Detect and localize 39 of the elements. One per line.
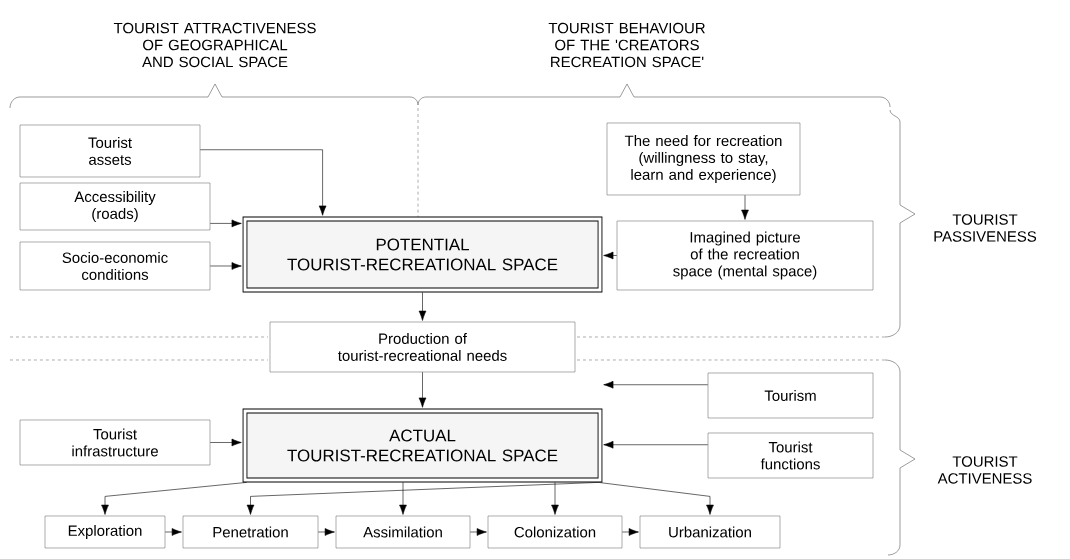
process-box: Tourist infrastructure <box>19 419 211 466</box>
arrow <box>209 438 242 447</box>
arrow <box>317 528 335 536</box>
arrow <box>598 482 714 515</box>
arrow <box>551 482 559 515</box>
process-box: The need for recreation (willingness to stay, learn and experience) <box>606 122 801 196</box>
process-box: Accessibility (roads) <box>19 182 211 231</box>
process-box: Colonization <box>487 515 623 549</box>
arrow <box>164 528 182 536</box>
arrow <box>199 149 327 216</box>
arrow <box>246 482 599 515</box>
arrow <box>603 380 709 389</box>
heading: TOURIST PASSIVENESS <box>934 214 1037 242</box>
arrow <box>101 482 247 515</box>
main-space-box: POTENTIAL TOURIST-RECREATIONAL SPACE <box>242 216 603 293</box>
arrow <box>603 440 709 449</box>
main-space-box: ACTUAL TOURIST-RECREATIONAL SPACE <box>242 408 603 483</box>
arrow <box>209 219 242 228</box>
arrow <box>469 528 487 536</box>
process-box: Penetration <box>182 515 319 549</box>
arrow <box>418 371 427 408</box>
process-box: Production of tourist-recreational needs <box>269 321 576 373</box>
arrow <box>399 482 407 515</box>
arrow <box>418 292 427 321</box>
heading: TOURIST ACTIVENESS <box>937 456 1032 484</box>
process-box: Tourist assets <box>19 124 201 178</box>
process-box: Socio-economic conditions <box>19 241 211 291</box>
process-box: Imagined picture of the recreation space (mental space) <box>616 220 874 291</box>
heading: TOURIST BEHAVIOUR OF THE 'CREATORS RECREATION SPACE' <box>548 22 705 68</box>
heading: TOURIST ATTRACTIVENESS OF GEOGRAPHICAL AND SOCIAL SPACE <box>113 22 316 68</box>
process-box: Tourist functions <box>707 432 874 479</box>
arrow <box>603 251 618 260</box>
arrow <box>621 528 639 536</box>
process-box: Assimilation <box>335 515 471 549</box>
process-box: Urbanization <box>639 515 781 549</box>
process-box: Tourism <box>707 372 874 419</box>
process-box: Exploration <box>44 515 166 549</box>
arrow <box>741 194 749 220</box>
arrow <box>209 262 242 270</box>
